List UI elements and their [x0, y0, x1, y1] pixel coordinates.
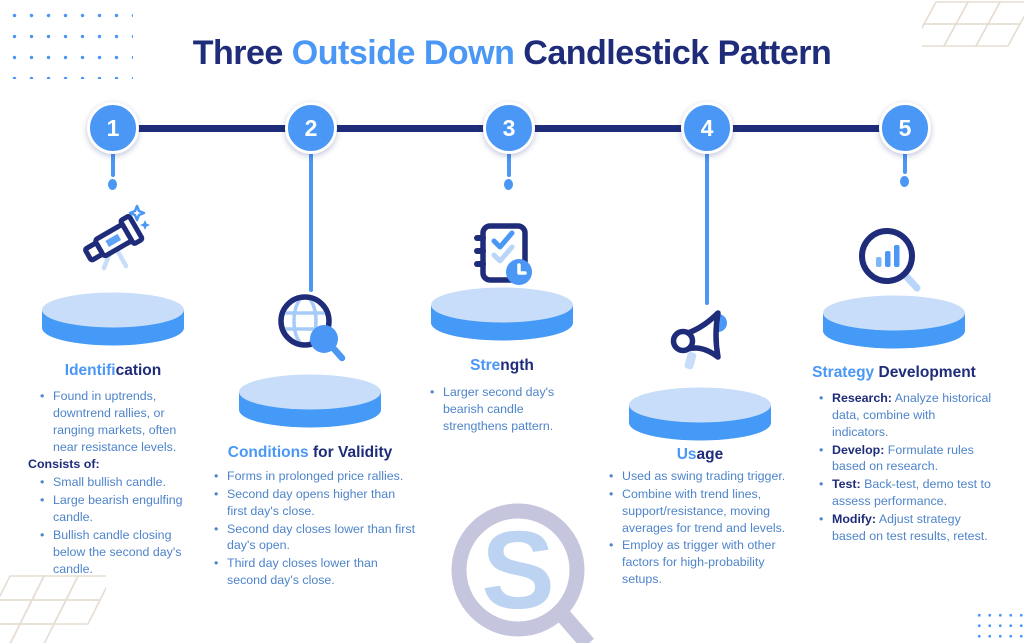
hatch-pattern-bottom-left — [0, 575, 106, 643]
step-number: 2 — [304, 114, 318, 141]
megaphone-icon — [670, 310, 727, 370]
telescope-icon — [83, 204, 150, 271]
page-title: Three Outside Down Candlestick Pattern — [0, 34, 1024, 73]
title-part-post: Candlestick Pattern — [514, 34, 832, 72]
list-item: Found in uptrends, downtrend rallies, or… — [40, 388, 198, 455]
step-number: 5 — [898, 114, 912, 141]
step-circle-1: 1 — [87, 102, 139, 154]
connector-dot-5 — [900, 176, 909, 187]
connector-dot-3 — [504, 179, 513, 190]
connector-line-1 — [111, 150, 115, 177]
step-circle-5: 5 — [879, 102, 931, 154]
list-item: Test: Back-test, demo test to assess per… — [819, 476, 993, 510]
list-item: Forms in prolonged price rallies. — [214, 468, 416, 485]
step-circle-2: 2 — [285, 102, 337, 154]
list-item: Employ as trigger with other factors for… — [609, 537, 803, 588]
list-item: Bullish candle closing below the second … — [40, 527, 198, 578]
platform-3 — [431, 287, 573, 341]
step-heading-2: Conditions for Validity — [227, 444, 393, 461]
bullet-list: Small bullish candle. Large bearish engu… — [28, 474, 198, 577]
list-item: Develop: Formulate rules based on resear… — [819, 442, 993, 476]
step-4-details: Used as swing trading trigger. Combine w… — [607, 468, 803, 589]
dots-pattern-bottom-right — [974, 610, 1024, 643]
step-heading-3: Strength — [470, 357, 534, 374]
list-item: Research: Analyze historical data, combi… — [819, 390, 993, 441]
globe-search-icon — [278, 294, 346, 362]
list-item: Larger second day's bearish candle stren… — [430, 384, 580, 435]
title-part-accent: Outside Down — [291, 34, 515, 72]
list-item: Combine with trend lines, support/resist… — [609, 486, 803, 537]
platform-4 — [629, 387, 771, 441]
step-1-details: Found in uptrends, downtrend rallies, or… — [28, 388, 198, 578]
platform-5 — [823, 295, 965, 349]
dots-pattern-top-left — [6, 5, 133, 79]
notebook-check-icon — [474, 223, 532, 285]
step-5-details: Research: Analyze historical data, combi… — [817, 390, 993, 546]
step-number: 4 — [700, 114, 714, 141]
step-2-details: Forms in prolonged price rallies. Second… — [212, 468, 416, 590]
step-circle-4: 4 — [681, 102, 733, 154]
bullet-list: Forms in prolonged price rallies. Second… — [212, 468, 416, 589]
consists-of-label: Consists of: — [28, 457, 100, 472]
step-circle-3: 3 — [483, 102, 535, 154]
connector-line-3 — [507, 150, 511, 177]
bullet-list: Research: Analyze historical data, combi… — [817, 390, 993, 545]
step-3-details: Larger second day's bearish candle stren… — [428, 384, 580, 436]
list-item: Second day closes lower than first day's… — [214, 521, 416, 555]
connector-line-4 — [705, 150, 709, 305]
title-part-pre: Three — [192, 34, 292, 72]
list-item: Large bearish engulfing candle. — [40, 492, 198, 526]
connector-line-5 — [903, 150, 907, 174]
bullet-list: Larger second day's bearish candle stren… — [428, 384, 580, 435]
step-heading-1: Identification — [64, 362, 162, 379]
platform-2 — [239, 374, 381, 428]
list-item: Small bullish candle. — [40, 474, 198, 491]
connector-line-2 — [309, 150, 313, 292]
step-heading-4: Usage — [676, 446, 724, 463]
watermark-logo: S — [451, 503, 595, 643]
hatch-pattern-top-right — [922, 1, 1024, 47]
list-item: Modify: Adjust strategy based on test re… — [819, 511, 993, 545]
step-heading-5: Strategy Development — [812, 364, 976, 381]
chart-magnifier-icon — [859, 228, 921, 292]
bullet-list: Used as swing trading trigger. Combine w… — [607, 468, 803, 588]
list-item: Used as swing trading trigger. — [609, 468, 803, 485]
list-item: Second day opens higher than first day's… — [214, 486, 416, 520]
connector-dot-1 — [108, 179, 117, 190]
step-number: 3 — [502, 114, 516, 141]
list-item: Third day closes lower than second day's… — [214, 555, 416, 589]
bullet-list: Found in uptrends, downtrend rallies, or… — [28, 388, 198, 455]
watermark-letter: S — [481, 509, 554, 632]
platform-1 — [42, 292, 184, 346]
step-number: 1 — [106, 114, 120, 141]
